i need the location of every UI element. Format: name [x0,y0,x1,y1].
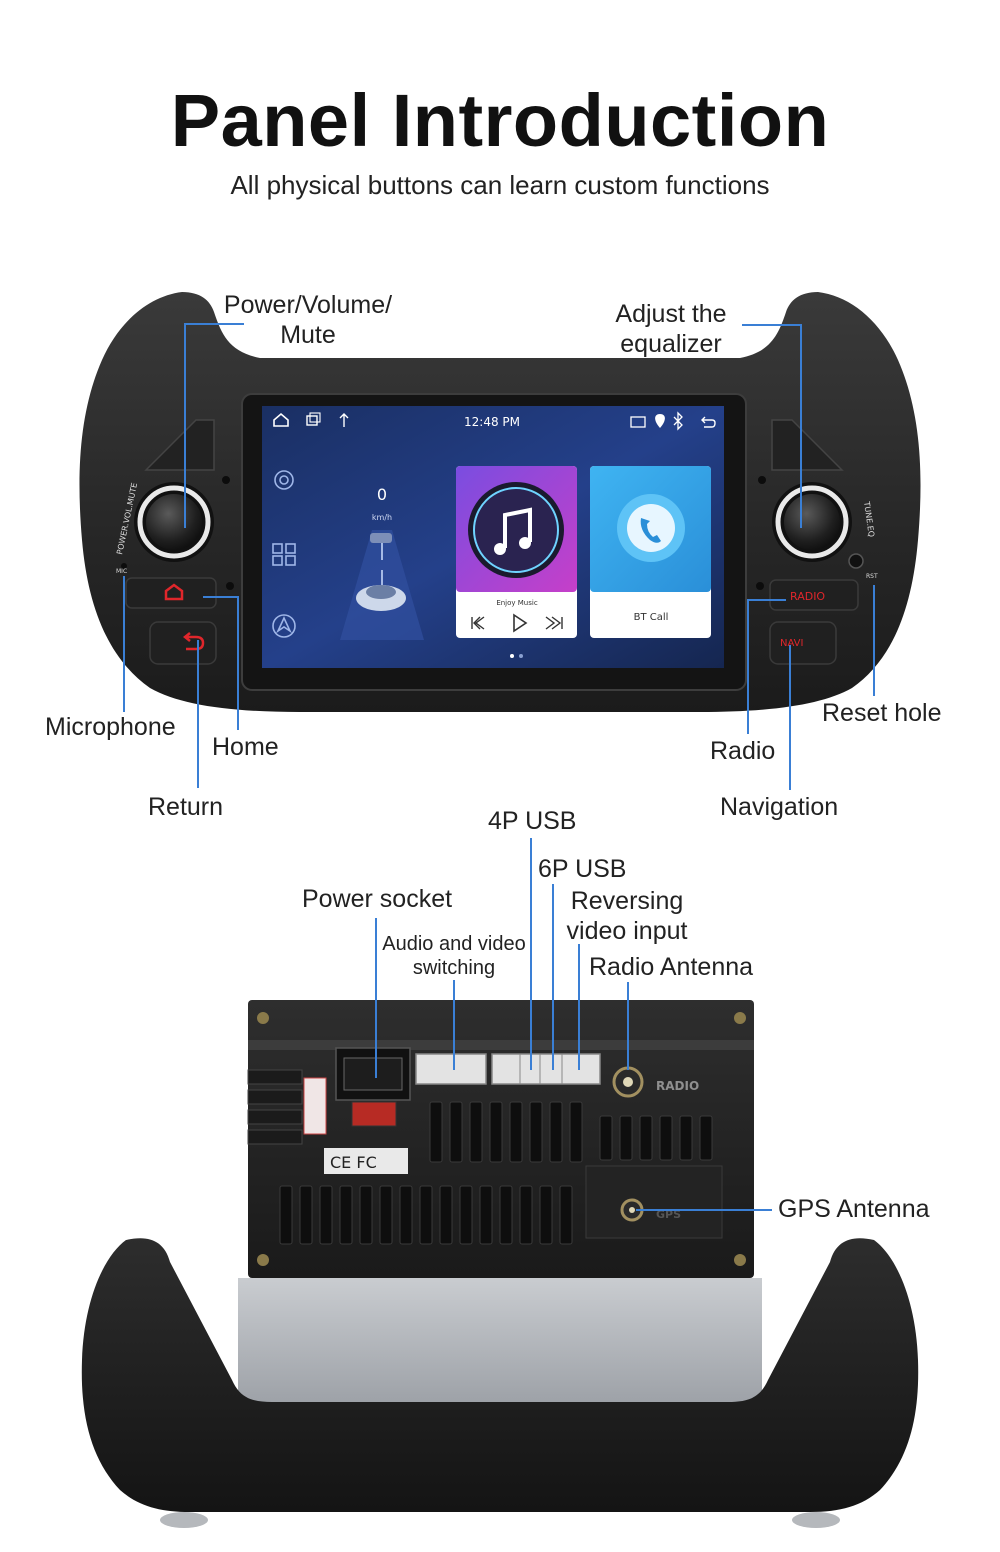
navigation-app-icon [272,614,296,638]
gps-antenna-label: GPS Antenna [778,1195,930,1223]
page-subtitle: All physical buttons can learn custom fu… [230,170,770,200]
reversing-line1: Reversing [570,887,684,915]
front-callout-lines [123,323,875,790]
power-socket-label: Power socket [302,885,453,913]
navi-button-text: NAVI [780,638,803,649]
home-button [125,577,217,609]
equalizer-line1: Adjust the [615,300,727,328]
case-radio-text: RADIO [656,1079,699,1093]
home-label: Home [212,733,279,761]
power-volume-line1: Power/Volume/ [223,291,393,319]
radio-label: Radio [710,737,776,765]
music-card: Enjoy Music [456,466,577,638]
mic-label: MIC [116,568,127,575]
play-icon [513,613,528,633]
bt-card-title: BT Call [634,612,669,623]
equalizer-line2: equalizer [620,330,722,358]
home-icon [273,412,289,427]
bt-call-card: BT Call [590,466,711,638]
status-time: 12:48 PM [464,415,520,429]
power-volume-line2: Mute [280,321,336,349]
settings-icon [274,470,294,490]
apps-grid-icon [272,543,283,554]
reversing-line2: video input [566,917,688,945]
rst-label: RST [866,573,878,580]
screen-dock [272,470,296,638]
touchscreen: 12:48 PM 0 km/h [262,406,724,668]
reset-hole [848,553,864,569]
navigation-label: Navigation [720,793,839,821]
left-control-cluster: POWER.VOL.MUTE MIC [115,419,234,665]
recent-apps-icon [306,415,318,426]
av-switch-line2: switching [412,957,496,979]
phone-icon [640,518,661,543]
home-icon [164,583,184,601]
page-title: Panel Introduction [170,79,830,162]
fuse-connector [351,1101,397,1127]
speed-value: 0 [377,485,387,504]
return-button [149,621,217,665]
usb-connector-block [491,1053,601,1085]
usb-6p-label: 6P USB [538,855,627,883]
location-icon [655,414,665,428]
cert-marks: CE FC [330,1153,377,1172]
rear-trim-frame [81,1238,919,1512]
radio-button [769,579,859,611]
return-label: Return [148,793,224,821]
previous-track-icon [471,616,485,630]
metal-cage [238,1278,762,1402]
usb-icon [339,413,349,427]
gps-panel [585,1165,723,1239]
speed-widget: 0 km/h [340,485,424,640]
spec-sticker [303,1077,327,1135]
music-card-title: Enjoy Music [496,599,538,607]
home-callout [203,596,239,730]
rear-unit: RADIO CE FC [81,1000,919,1528]
radio-callout [747,599,786,734]
microphone-label: Microphone [45,713,176,741]
right-top-trim [771,419,844,471]
next-track-icon [545,616,563,630]
radio-button-text: RADIO [790,590,825,603]
mic-hole [121,563,127,569]
music-note-icon [503,507,532,548]
back-icon [701,416,716,428]
certification-plate [324,1148,408,1174]
usb-4p-label: 4P USB [488,807,577,835]
equalizer-label: Adjust the equalizer [596,299,746,359]
right-control-cluster: RADIO NAVI TUNE.EQ RST [756,419,878,665]
av-switch-label: Audio and video switching [374,932,534,980]
power-volume-label: Power/Volume/ Mute [208,290,408,350]
reversing-label: Reversing video input [552,886,702,946]
equalizer-callout [742,324,802,528]
av-switch-connector [415,1053,487,1085]
reset-hole-label: Reset hole [822,699,942,727]
speed-unit: km/h [372,513,392,522]
bluetooth-icon [673,411,683,431]
navi-button [769,621,837,665]
status-bar: 12:48 PM [273,411,716,431]
case-gps-text: GPS [656,1208,681,1221]
cast-icon [630,416,646,428]
av-switch-line1: Audio and video [382,933,526,955]
left-top-trim [144,419,215,471]
rear-callout-lines [375,838,772,1211]
power-volume-callout [184,323,244,528]
radio-antenna-label: Radio Antenna [589,953,754,981]
